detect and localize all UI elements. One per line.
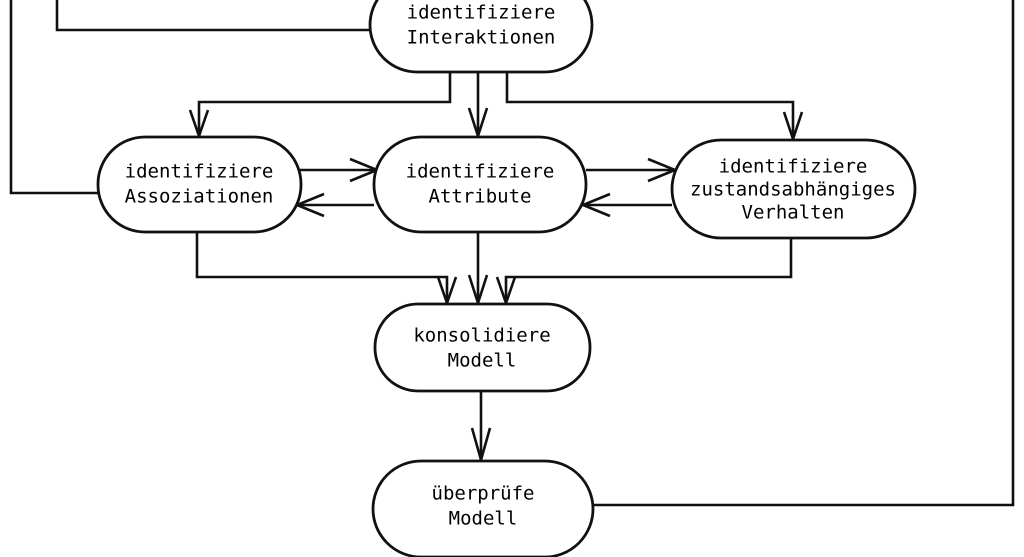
node-verhalten-line1: identifiziere <box>719 156 868 178</box>
node-verhalten-shape <box>670 138 917 240</box>
node-attribute[interactable]: identifiziere Attribute <box>372 135 588 234</box>
node-verhalten-line2: zustandsabhängiges <box>690 179 896 201</box>
node-interaktionen-line1: identifiziere <box>407 2 556 24</box>
node-konsolidiere-line2: Modell <box>448 350 517 372</box>
node-konsolidiere[interactable]: konsolidiere Modell <box>373 302 592 393</box>
node-verhalten-line3: Verhalten <box>742 202 845 224</box>
node-assoziationen-line2: Assoziationen <box>125 186 274 208</box>
node-ueberpruefe-shape <box>371 459 595 557</box>
node-interaktionen[interactable]: identifiziere Interaktionen <box>368 0 594 74</box>
edge-offscreen-left-to-assoziationen <box>9 0 100 195</box>
node-assoziationen[interactable]: identifiziere Assoziationen <box>96 135 303 234</box>
node-verhalten[interactable]: identifiziere zustandsabhängiges Verhalt… <box>670 138 917 240</box>
edge-ueberpruefe-feedback-right <box>591 0 1015 507</box>
node-attribute-line2: Attribute <box>429 186 532 208</box>
node-attribute-shape <box>372 135 588 234</box>
edge-assoziationen-to-konsolidiere <box>195 232 449 301</box>
node-interaktionen-line2: Interaktionen <box>407 27 556 49</box>
edge-interaktionen-feedback-left <box>55 0 370 32</box>
node-konsolidiere-shape <box>373 302 592 393</box>
node-interaktionen-shape <box>368 0 594 74</box>
node-ueberpruefe[interactable]: überprüfe Modell <box>371 459 595 557</box>
node-ueberpruefe-line1: überprüfe <box>432 483 535 505</box>
node-ueberpruefe-line2: Modell <box>449 508 518 530</box>
edge-verhalten-to-konsolidiere <box>504 238 793 301</box>
node-assoziationen-shape <box>96 135 303 234</box>
node-assoziationen-line1: identifiziere <box>125 161 274 183</box>
node-attribute-line1: identifiziere <box>406 161 555 183</box>
edge-interaktionen-to-assoziationen <box>197 72 452 134</box>
edge-interaktionen-to-verhalten <box>505 72 795 137</box>
node-konsolidiere-line1: konsolidiere <box>413 325 550 347</box>
